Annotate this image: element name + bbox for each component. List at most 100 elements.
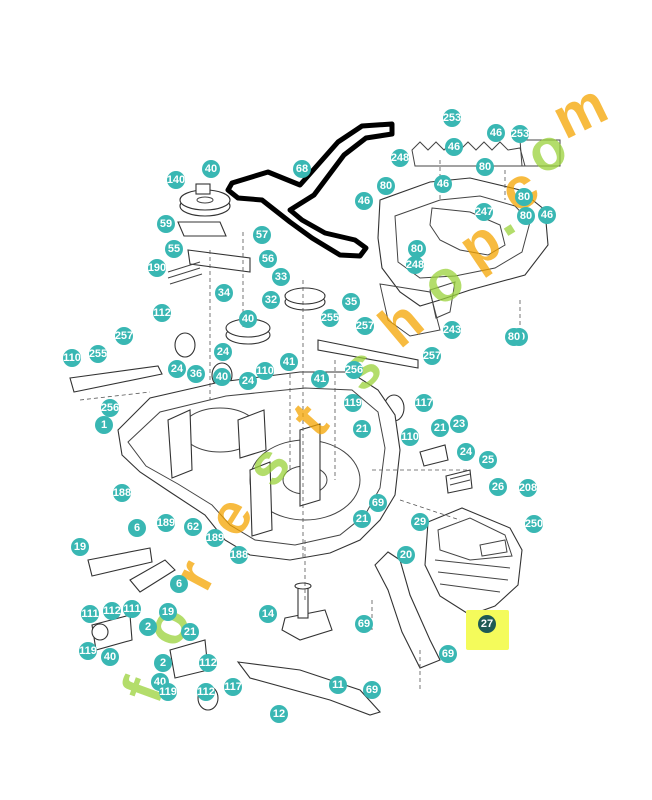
callout-80[interactable]: 80 bbox=[515, 188, 533, 206]
callout-46[interactable]: 46 bbox=[487, 124, 505, 142]
callout-80[interactable]: 80 bbox=[476, 158, 494, 176]
callout-80[interactable]: 80 bbox=[517, 207, 535, 225]
callout-110[interactable]: 110 bbox=[401, 428, 419, 446]
callout-29[interactable]: 29 bbox=[411, 513, 429, 531]
callout-69[interactable]: 69 bbox=[439, 645, 457, 663]
callout-46[interactable]: 46 bbox=[538, 206, 556, 224]
highlighted-callout-27[interactable]: 27 bbox=[466, 610, 509, 650]
callout-69[interactable]: 69 bbox=[355, 615, 373, 633]
callout-2[interactable]: 2 bbox=[154, 654, 172, 672]
callout-19[interactable]: 19 bbox=[71, 538, 89, 556]
callout-circle bbox=[167, 171, 185, 189]
callout-55[interactable]: 55 bbox=[165, 240, 183, 258]
callout-255[interactable]: 255 bbox=[321, 309, 339, 327]
callout-250[interactable]: 250 bbox=[525, 515, 543, 533]
callout-40[interactable]: 40 bbox=[202, 160, 220, 178]
callout-69[interactable]: 69 bbox=[369, 494, 387, 512]
callout-80[interactable]: 80 bbox=[377, 177, 395, 195]
callout-257[interactable]: 257 bbox=[356, 317, 374, 335]
callout-23[interactable]: 23 bbox=[450, 415, 468, 433]
callout-189[interactable]: 189 bbox=[157, 514, 175, 532]
callout-57[interactable]: 57 bbox=[253, 226, 271, 244]
callout-208[interactable]: 208 bbox=[519, 479, 537, 497]
callout-2[interactable]: 2 bbox=[139, 618, 157, 636]
callout-119[interactable]: 119 bbox=[159, 683, 177, 701]
callout-21[interactable]: 21 bbox=[353, 420, 371, 438]
callout-circle bbox=[113, 484, 131, 502]
callout-circle bbox=[239, 372, 257, 390]
callout-text: 117 bbox=[415, 397, 433, 409]
callout-24[interactable]: 24 bbox=[239, 372, 257, 390]
callout-255[interactable]: 255 bbox=[89, 345, 107, 363]
callout-text: 117 bbox=[224, 681, 242, 693]
callout-46[interactable]: 46 bbox=[355, 192, 373, 210]
callout-253[interactable]: 253 bbox=[443, 109, 461, 127]
callout-111[interactable]: 111 bbox=[123, 600, 141, 618]
callout-80[interactable]: 80 bbox=[505, 328, 523, 346]
callout-111[interactable]: 111 bbox=[81, 605, 99, 623]
callout-12[interactable]: 12 bbox=[270, 705, 288, 723]
callout-256[interactable]: 256 bbox=[345, 361, 363, 379]
callout-119[interactable]: 119 bbox=[79, 642, 97, 660]
callout-68[interactable]: 68 bbox=[293, 160, 311, 178]
callout-46[interactable]: 46 bbox=[445, 138, 463, 156]
callout-11[interactable]: 11 bbox=[329, 676, 347, 694]
callout-188[interactable]: 188 bbox=[113, 484, 131, 502]
callout-20[interactable]: 20 bbox=[397, 546, 415, 564]
callout-112[interactable]: 112 bbox=[103, 602, 121, 620]
callout-256[interactable]: 256 bbox=[101, 399, 119, 417]
callout-112[interactable]: 112 bbox=[153, 304, 171, 322]
callout-69[interactable]: 69 bbox=[363, 681, 381, 699]
callout-24[interactable]: 24 bbox=[214, 343, 232, 361]
callout-189[interactable]: 189 bbox=[206, 529, 224, 547]
callout-188[interactable]: 188 bbox=[230, 546, 248, 564]
callout-40[interactable]: 40 bbox=[213, 368, 231, 386]
callout-56[interactable]: 56 bbox=[259, 250, 277, 268]
callout-41[interactable]: 41 bbox=[280, 353, 298, 371]
callout-110[interactable]: 110 bbox=[63, 349, 81, 367]
callout-1[interactable]: 1 bbox=[95, 416, 113, 434]
callout-32[interactable]: 32 bbox=[262, 291, 280, 309]
callout-21[interactable]: 21 bbox=[181, 623, 199, 641]
callout-36[interactable]: 36 bbox=[187, 365, 205, 383]
callout-40[interactable]: 40 bbox=[239, 310, 257, 328]
callout-112[interactable]: 112 bbox=[199, 654, 217, 672]
callout-59[interactable]: 59 bbox=[157, 215, 175, 233]
callout-6[interactable]: 6 bbox=[128, 519, 146, 537]
callout-26[interactable]: 26 bbox=[489, 478, 507, 496]
callout-62[interactable]: 62 bbox=[184, 518, 202, 536]
callout-text: 24 bbox=[460, 446, 473, 458]
callout-248[interactable]: 248 bbox=[406, 256, 424, 274]
callout-40[interactable]: 40 bbox=[101, 648, 119, 666]
callout-6[interactable]: 6 bbox=[170, 575, 188, 593]
callout-119[interactable]: 119 bbox=[344, 394, 362, 412]
callout-33[interactable]: 33 bbox=[272, 268, 290, 286]
callout-41[interactable]: 41 bbox=[311, 370, 329, 388]
callout-248[interactable]: 248 bbox=[391, 149, 409, 167]
callout-80[interactable]: 80 bbox=[408, 240, 426, 258]
callout-19[interactable]: 19 bbox=[159, 603, 177, 621]
callout-110[interactable]: 110 bbox=[256, 362, 274, 380]
callout-112[interactable]: 112 bbox=[197, 683, 215, 701]
callout-257[interactable]: 257 bbox=[423, 347, 441, 365]
callout-34[interactable]: 34 bbox=[215, 284, 233, 302]
callout-117[interactable]: 117 bbox=[415, 394, 433, 412]
callout-circle bbox=[431, 419, 449, 437]
callout-21[interactable]: 21 bbox=[431, 419, 449, 437]
callout-190[interactable]: 190 bbox=[148, 259, 166, 277]
callout-243[interactable]: 243 bbox=[443, 321, 461, 339]
callout-247[interactable]: 247 bbox=[475, 203, 493, 221]
callout-circle bbox=[344, 394, 362, 412]
callout-25[interactable]: 25 bbox=[479, 451, 497, 469]
callout-21[interactable]: 21 bbox=[353, 510, 371, 528]
callout-140[interactable]: 140 bbox=[167, 171, 185, 189]
callout-14[interactable]: 14 bbox=[259, 605, 277, 623]
callout-35[interactable]: 35 bbox=[342, 293, 360, 311]
callout-253[interactable]: 253 bbox=[511, 125, 529, 143]
callout-circle bbox=[256, 362, 274, 380]
callout-24[interactable]: 24 bbox=[168, 360, 186, 378]
callout-46[interactable]: 46 bbox=[434, 175, 452, 193]
callout-257[interactable]: 257 bbox=[115, 327, 133, 345]
callout-117[interactable]: 117 bbox=[224, 678, 242, 696]
callout-24[interactable]: 24 bbox=[457, 443, 475, 461]
